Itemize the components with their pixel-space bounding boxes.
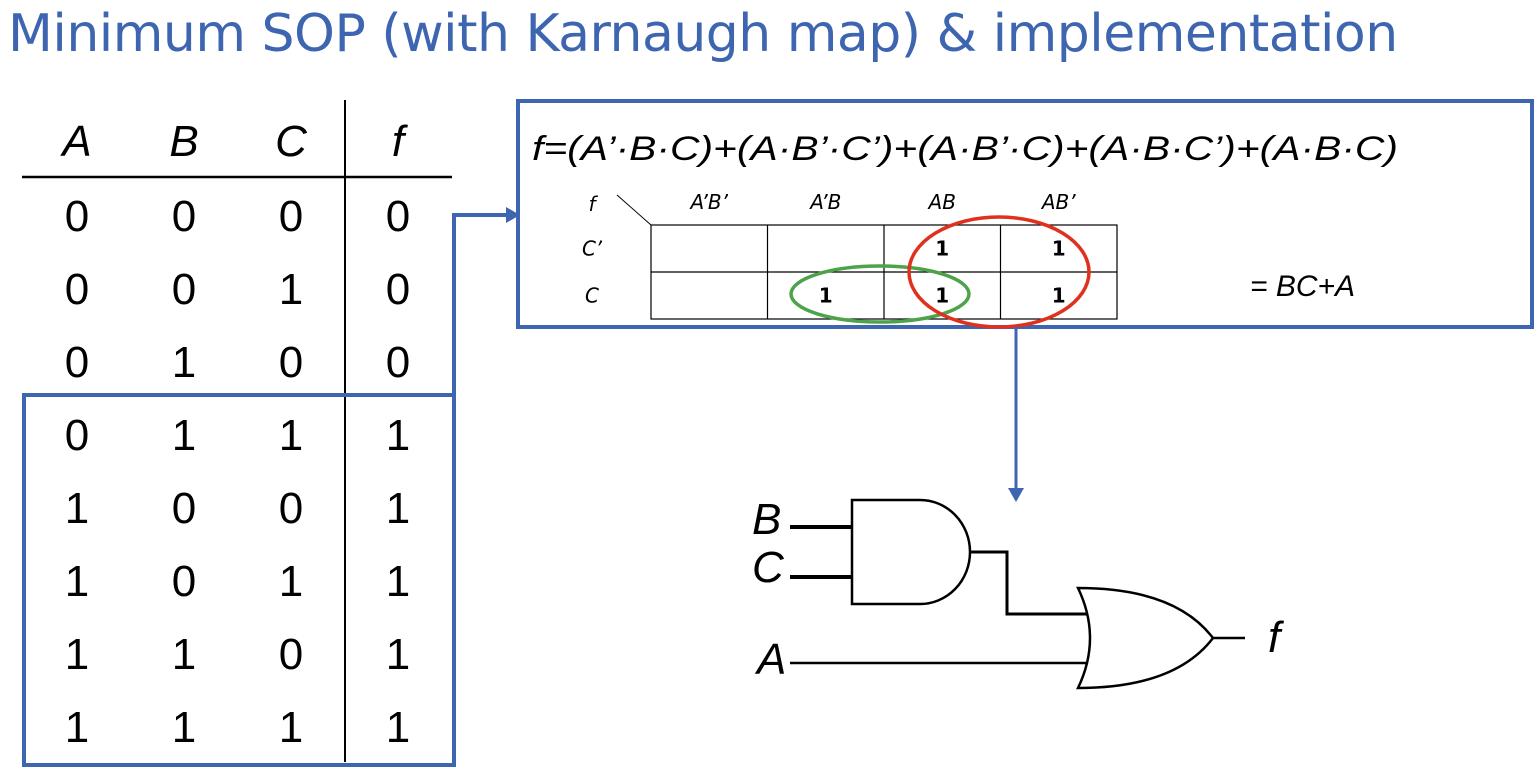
- sop-expression: f=(A’·B·C)+(A·B’·C’)+(A·B’·C)+(A·B·C’)+(…: [532, 130, 1398, 168]
- expression-to-circuit-arrowhead: [1008, 488, 1024, 502]
- table-row: 1 0 1 1: [65, 557, 410, 606]
- kmap-cell-value: 1: [935, 237, 949, 261]
- kmap-column-header: A’B: [808, 190, 841, 214]
- output-label-f: f: [1268, 613, 1285, 662]
- table-cell: 0: [65, 265, 89, 314]
- sop-kmap-box: [516, 99, 1534, 329]
- kmap-row-headers: C’ C: [582, 237, 603, 308]
- kmap-group-bc: [789, 264, 971, 324]
- table-cell: 1: [65, 484, 89, 533]
- or-gate: [1076, 586, 1215, 690]
- kmap-corner-label: f: [588, 192, 598, 216]
- table-cell: 0: [279, 484, 303, 533]
- kmap-row-header: C: [585, 284, 599, 308]
- table-row: 1 0 0 1: [65, 484, 410, 533]
- truth-table-header-c: C: [275, 117, 308, 166]
- table-cell: 1: [172, 338, 196, 387]
- table-cell: 0: [386, 192, 410, 241]
- table-to-expression-arrowhead: [506, 207, 520, 223]
- table-cell: 0: [279, 630, 303, 679]
- truth-table-rows: 0 0 0 0 0 0 1 0 0 1 0 0 0 1 1 1 1 0 0 1 1 0 1 1 1 1 0 1 1 1 1 1: [65, 192, 410, 752]
- truth-table-header-a: A: [59, 117, 91, 166]
- table-cell: 1: [279, 411, 303, 460]
- kmap-column-headers: A’B’ A’B AB AB’: [689, 190, 1077, 214]
- truth-table-header-f: f: [392, 117, 409, 166]
- table-row: 0 1 1 1: [65, 411, 410, 460]
- slide-title: Minimum SOP (with Karnaugh map) & implem…: [8, 4, 1398, 64]
- table-cell: 0: [172, 192, 196, 241]
- wire-and-to-or: [970, 550, 1088, 616]
- input-label-c: C: [752, 543, 785, 592]
- table-cell: 1: [65, 630, 89, 679]
- table-cell: 0: [65, 411, 89, 460]
- kmap-cell-value: 1: [1052, 237, 1066, 261]
- table-cell: 1: [172, 703, 196, 752]
- kmap-corner-diagonal: [616, 194, 652, 226]
- table-row: 1 1 1 1: [65, 703, 410, 752]
- kmap-values: 1 1 1 1 1: [819, 237, 1066, 308]
- kmap-cell-value: 1: [1052, 284, 1066, 308]
- table-cell: 1: [279, 703, 303, 752]
- table-cell: 1: [65, 703, 89, 752]
- table-cell: 1: [386, 703, 410, 752]
- table-cell: 1: [386, 411, 410, 460]
- table-cell: 1: [386, 484, 410, 533]
- truth-table-header-b: B: [169, 117, 198, 166]
- table-cell: 1: [172, 630, 196, 679]
- kmap-row-header: C’: [582, 237, 603, 261]
- table-cell: 1: [386, 630, 410, 679]
- input-label-a: A: [754, 635, 786, 684]
- table-cell: 0: [172, 557, 196, 606]
- minimized-result: = BC+A: [1250, 270, 1355, 303]
- minterm-rows-highlight: [22, 393, 456, 767]
- kmap-cell-value: 1: [935, 284, 949, 308]
- table-row: 0 0 1 0: [65, 265, 410, 314]
- kmap-column-header: AB: [927, 190, 956, 214]
- table-cell: 0: [279, 192, 303, 241]
- table-cell: 0: [65, 338, 89, 387]
- table-to-expression-connector: [452, 213, 508, 395]
- table-row: 0 0 0 0: [65, 192, 410, 241]
- table-cell: 0: [279, 338, 303, 387]
- table-row: 1 1 0 1: [65, 630, 410, 679]
- kmap-cell-value: 1: [819, 284, 833, 308]
- table-cell: 1: [279, 265, 303, 314]
- table-cell: 1: [386, 557, 410, 606]
- kmap-column-header: AB’: [1040, 190, 1076, 214]
- table-row: 0 1 0 0: [65, 338, 410, 387]
- table-cell: 1: [65, 557, 89, 606]
- table-cell: 0: [172, 484, 196, 533]
- table-cell: 0: [386, 265, 410, 314]
- table-cell: 0: [386, 338, 410, 387]
- kmap-group-a: [907, 215, 1091, 329]
- kmap-column-header: A’B’: [689, 190, 729, 214]
- table-cell: 0: [65, 192, 89, 241]
- and-gate: [850, 498, 972, 606]
- table-cell: 1: [172, 411, 196, 460]
- table-cell: 0: [172, 265, 196, 314]
- table-cell: 1: [279, 557, 303, 606]
- input-label-b: B: [752, 495, 781, 544]
- karnaugh-map: f A’B’ A’B AB AB’ C’ C 1 1 1 1 1: [582, 190, 1118, 329]
- kmap-grid: [650, 224, 1118, 320]
- logic-circuit: B C A f: [752, 495, 1285, 690]
